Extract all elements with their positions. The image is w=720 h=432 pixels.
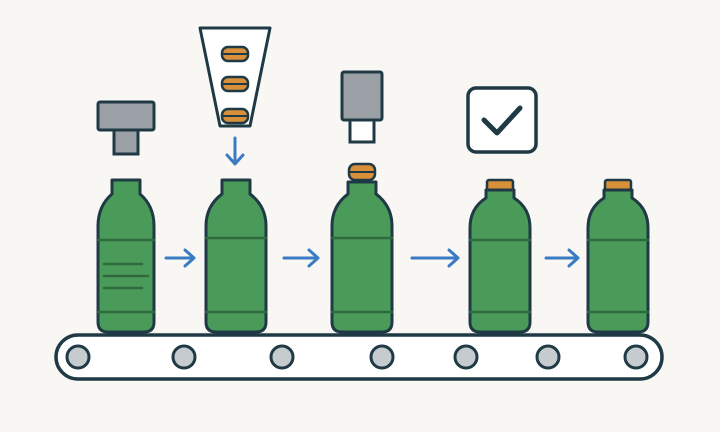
press-head-plate: [96, 100, 156, 132]
flow-arrow: [282, 248, 320, 268]
conveyor-roller: [453, 344, 479, 370]
bottle: [204, 178, 268, 334]
flow-arrow: [410, 248, 460, 268]
capping-head-chuck: [348, 118, 376, 144]
bottle: [96, 178, 156, 334]
conveyor-roller: [65, 344, 91, 370]
conveyor-roller: [623, 344, 649, 370]
flow-arrow: [164, 248, 196, 268]
capping-head-machine: [340, 70, 384, 144]
conveyor-roller: [369, 344, 395, 370]
bottles: [96, 162, 650, 334]
hopper-down-arrow: [225, 136, 245, 166]
hopper-cap: [220, 45, 250, 63]
conveyor-roller: [269, 344, 295, 370]
inspection-checkbox-icon: [466, 86, 538, 154]
conveyor-rollers: [65, 344, 649, 370]
bottle: [468, 178, 532, 334]
bottle: [330, 162, 394, 334]
conveyor-belt-body: [54, 333, 664, 381]
flow-arrows: [164, 248, 580, 268]
conveyor-belt: [54, 333, 664, 381]
capping-head-body: [340, 70, 384, 122]
hopper-cap: [220, 107, 250, 125]
conveyor-roller: [535, 344, 561, 370]
conveyor-roller: [171, 344, 197, 370]
press-head-machine: [96, 100, 156, 156]
bottle: [586, 178, 650, 334]
press-head-stem: [112, 128, 140, 156]
cap-hopper: [198, 26, 272, 166]
flow-arrow: [544, 248, 580, 268]
hopper-cap: [220, 75, 250, 93]
